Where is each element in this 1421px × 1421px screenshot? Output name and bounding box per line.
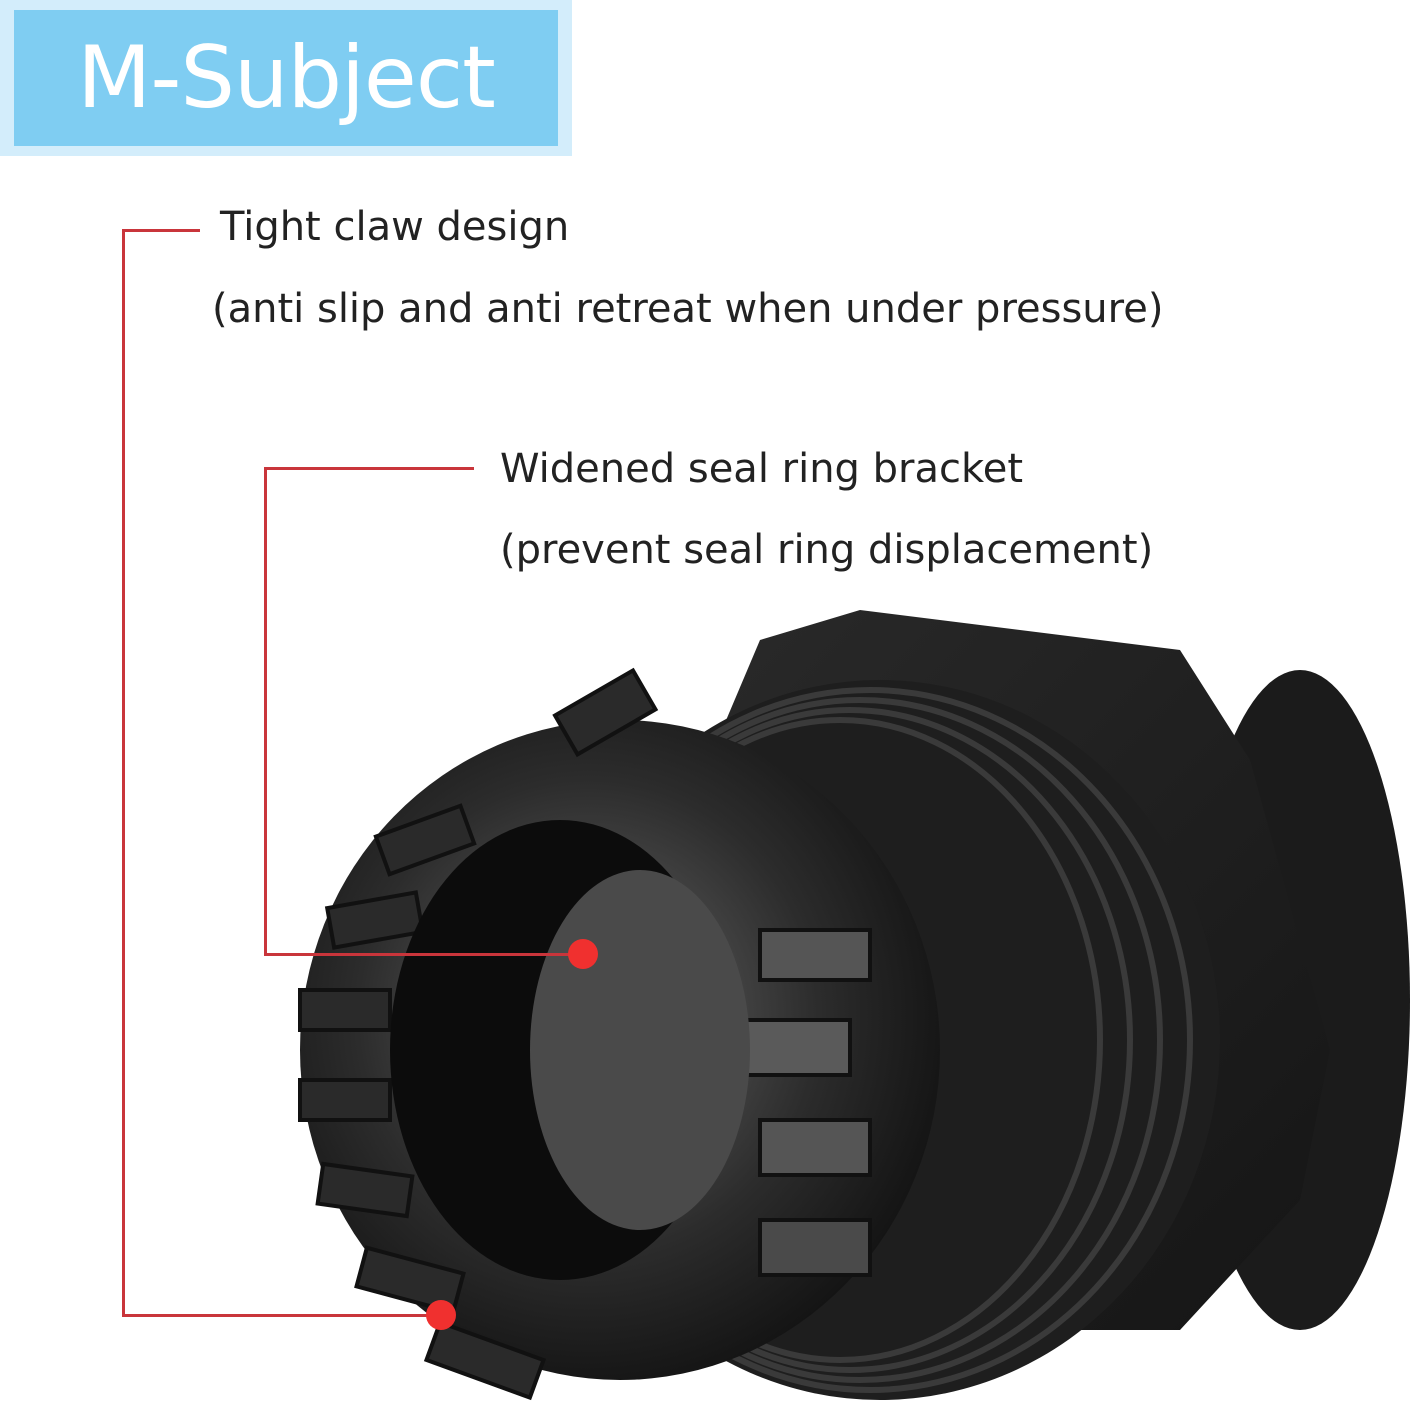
callout-1-line-bottom — [122, 1314, 440, 1317]
callout-1-marker-dot — [426, 1300, 456, 1330]
callout-1-title: Tight claw design — [220, 204, 570, 250]
brand-badge-inner: M-Subject — [14, 10, 558, 146]
callout-1-line-vertical — [122, 229, 125, 1316]
callout-1-subtitle: (anti slip and anti retreat when under p… — [212, 286, 1164, 332]
callout-2-line-top — [264, 467, 474, 470]
callout-2-subtitle: (prevent seal ring displacement) — [500, 527, 1154, 573]
brand-badge: M-Subject — [0, 0, 572, 156]
callout-1-line-top — [122, 229, 200, 232]
brand-label: M-Subject — [77, 28, 496, 128]
callout-2-line-bottom — [264, 953, 574, 956]
callout-2-title: Widened seal ring bracket — [500, 446, 1024, 492]
callout-2-marker-dot — [568, 939, 598, 969]
callout-2-line-vertical — [264, 467, 267, 956]
